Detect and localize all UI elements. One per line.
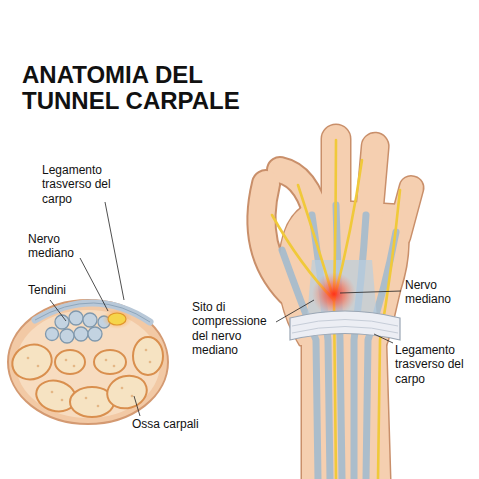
leader-lines bbox=[50, 202, 401, 416]
nerves bbox=[272, 140, 400, 479]
part-label: Nervo mediano bbox=[28, 232, 88, 261]
hand-skin bbox=[261, 125, 425, 479]
wrist-cross-section bbox=[7, 300, 168, 424]
part-label: Ossa carpali bbox=[132, 417, 232, 431]
part-label: Sito di compressione del nervo mediano bbox=[192, 300, 276, 358]
part-label: Tendini bbox=[28, 283, 88, 297]
part-label: Nervo mediano bbox=[405, 278, 467, 307]
compression-glow bbox=[312, 272, 356, 316]
title: ANATOMIA DEL TUNNEL CARPALE bbox=[22, 62, 254, 114]
part-label: Legamento trasverso del carpo bbox=[395, 343, 475, 386]
hand-outline bbox=[261, 125, 425, 479]
part-label: Legamento trasverso del carpo bbox=[42, 163, 124, 206]
ligament-band bbox=[290, 311, 400, 340]
